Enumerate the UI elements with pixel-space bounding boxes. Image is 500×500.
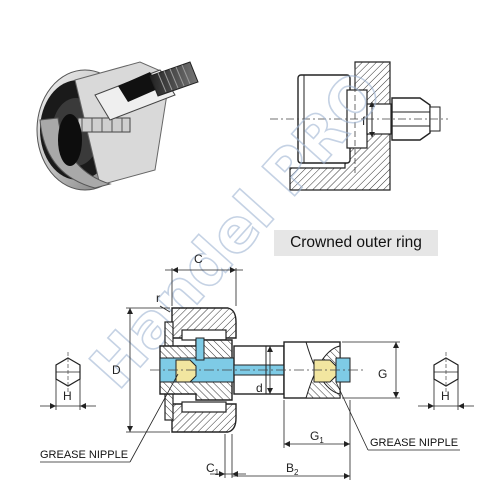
- hex-view-right: H: [418, 352, 474, 410]
- dim-label-b2: B2: [286, 461, 299, 477]
- title-banner: Crowned outer ring: [274, 230, 438, 256]
- diagram-title: Crowned outer ring: [290, 234, 422, 251]
- dim-label-h-right: H: [441, 389, 450, 403]
- dim-label-r: r: [156, 291, 160, 305]
- dim-label-c: C: [194, 252, 203, 266]
- sectional-drawing: C r D d G G1 C1: [40, 252, 460, 480]
- hex-view-left: H: [40, 352, 96, 410]
- dim-label-d-inner: d: [256, 381, 263, 395]
- mounting-diagram: f: [270, 61, 448, 191]
- dim-label-g: G: [378, 367, 387, 381]
- dim-label-d-outer: D: [112, 363, 121, 377]
- callout-grease-nipple-left: GREASE NIPPLE: [40, 449, 128, 461]
- dim-label-c1: C1: [206, 461, 220, 477]
- bearing-3d-illustration: [36, 61, 199, 191]
- dim-label-g1: G1: [310, 429, 324, 445]
- dim-label-f: f: [362, 114, 366, 128]
- callout-grease-nipple-right: GREASE NIPPLE: [370, 437, 458, 449]
- dim-label-h-left: H: [63, 389, 72, 403]
